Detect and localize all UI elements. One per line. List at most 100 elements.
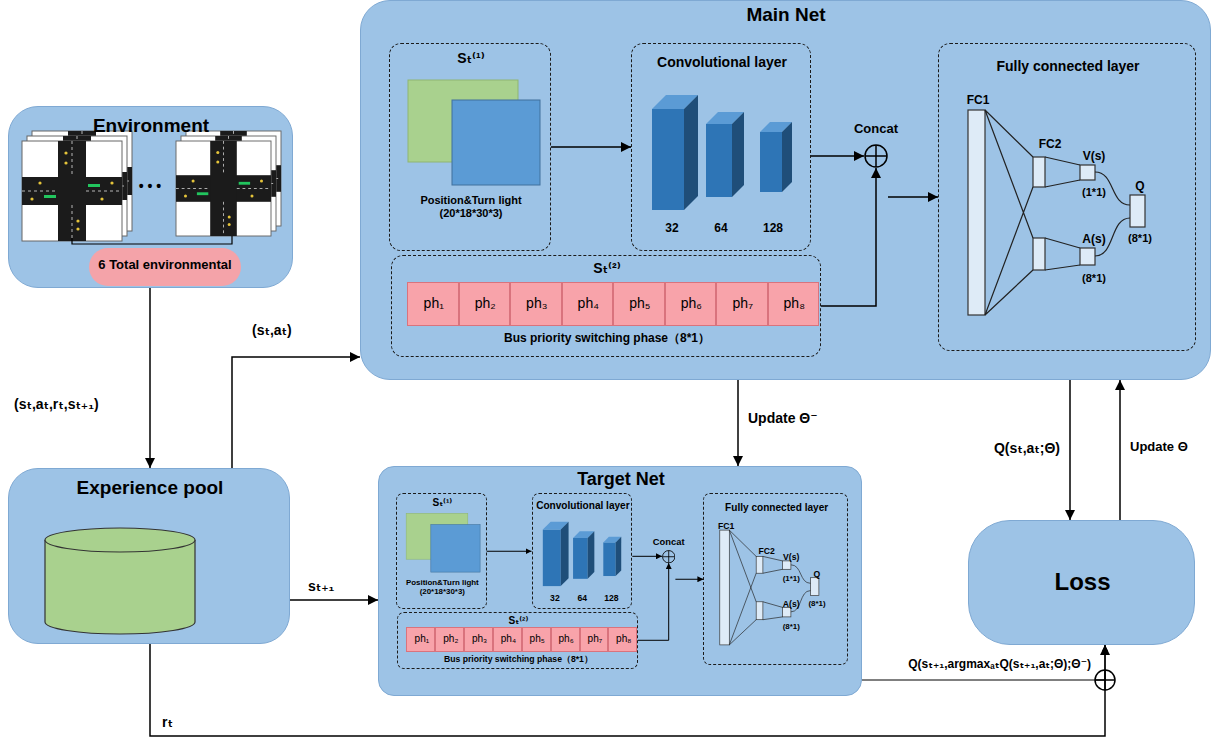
ellipsis-label: • • • (137, 178, 163, 194)
phase-cell: ph₇ (716, 282, 768, 326)
connector-arrow (675, 579, 703, 580)
phase-cell: ph₆ (665, 282, 717, 326)
phase-cell: ph₁ (407, 282, 459, 326)
node-text: Sₜ⁽²⁾ (509, 615, 529, 627)
environment-images (22, 131, 281, 244)
node-text: ph₆ (558, 633, 573, 645)
concat-node: Concat (662, 550, 675, 563)
phase-cell: ph₆ (551, 627, 580, 652)
node-text: Convolutional layer (535, 500, 630, 512)
edge-label: Update Θ (1128, 440, 1190, 455)
node-text: (8*1) (1128, 232, 1152, 245)
phase-cell: ph₃ (510, 282, 562, 326)
node-text: (8*1) (783, 622, 800, 631)
phase-cell: ph₈ (608, 627, 637, 652)
node-text: Concat (854, 122, 898, 137)
node-text: V(s) (1083, 150, 1106, 164)
connector-arrow (862, 645, 1105, 680)
node-text: ph₄ (578, 295, 599, 311)
connector-arrow (638, 563, 669, 640)
phase-cell: ph₅ (522, 627, 551, 652)
node-text: ph₃ (472, 633, 487, 645)
concat-plus (865, 145, 887, 167)
concat-symbol (864, 144, 888, 168)
node-text: Bus priority switching phase（8*1） (504, 332, 710, 346)
node-text: ph₂ (475, 295, 496, 311)
phase-cell: ph₃ (464, 627, 493, 652)
node-text: Environment (93, 115, 209, 137)
edge-label: sₜ₊₁ (306, 578, 336, 594)
connector-arrow (632, 556, 662, 557)
concat-circle (663, 550, 675, 562)
node-text: Loss (1054, 568, 1110, 596)
node-text: Target Net (577, 469, 665, 490)
experience-cylinder (45, 528, 195, 634)
node-text: 6 Total environmental (95, 258, 235, 273)
node-text: ph₁ (424, 295, 444, 311)
edge-label: Q(sₜ,aₜ;Θ) (992, 440, 1062, 456)
node-text: Convolutional layer (637, 54, 807, 70)
phase-cell: ph₅ (613, 282, 665, 326)
node-text: Experience pool (77, 477, 224, 499)
node-text: (1*1) (1082, 186, 1106, 199)
connector-arrow (811, 155, 864, 157)
node-text: FC1 (718, 522, 734, 532)
node-text: Fully connected layer (725, 502, 828, 514)
edge-label: Q(sₜ₊₁,argmaxₐₜQ(sₜ₊₁,aₜ;Θ);Θ⁻) (906, 658, 1093, 672)
connector-arrow (232, 357, 360, 468)
node-text: Concat (653, 537, 685, 548)
node-text: ph₆ (681, 295, 702, 311)
node-text: Position&Turn light (20*18*30*3) (396, 194, 546, 219)
concat-plus (663, 550, 675, 562)
node-text: ph₁ (415, 633, 430, 645)
node-text: A(s) (1082, 233, 1105, 247)
node-text: Fully connected layer (996, 58, 1139, 74)
connector-arrow (737, 380, 739, 466)
loss-box: Loss (968, 520, 1195, 645)
edge-label: Update Θ⁻ (746, 410, 820, 426)
node-text: Sₜ⁽¹⁾ (432, 497, 452, 509)
connector-arrow (551, 146, 631, 148)
node-text: FC2 (758, 547, 774, 557)
node-text: ph₅ (629, 295, 650, 311)
connector-arrow (821, 168, 876, 306)
environment-count-pill: 6 Total environmental (89, 248, 241, 286)
edge-label: (sₜ,aₜ,rₜ,sₜ₊₁) (12, 396, 101, 412)
node-text: ph₃ (526, 295, 547, 311)
phase-cell: ph₂ (435, 627, 464, 652)
node-text: Bus priority switching phase（8*1） (444, 655, 593, 665)
concat-symbol (662, 550, 675, 563)
node-text: 64 (578, 594, 588, 604)
node-text: ph₇ (588, 633, 603, 645)
connector-arrow (1119, 380, 1121, 520)
connector-arrow (1069, 380, 1071, 520)
node-text: Sₜ⁽¹⁾ (457, 50, 485, 66)
phase-cell: ph₄ (562, 282, 614, 326)
phase-input-box: ph₁ph₂ph₃ph₄ph₅ph₆ph₇ph₈Sₜ⁽²⁾Bus priorit… (391, 255, 821, 357)
node-text: ph₈ (616, 633, 631, 645)
edge-label: rₜ (160, 714, 175, 730)
phase-cell: ph₄ (493, 627, 522, 652)
connector-arrow (487, 551, 532, 552)
node-text: 32 (665, 222, 678, 236)
node-text: (1*1) (783, 574, 800, 583)
target-net-illustration (406, 513, 819, 645)
main-net-illustration (408, 80, 1145, 315)
node-text: ph₅ (530, 633, 545, 645)
node-text: ph₄ (501, 633, 516, 645)
node-text: ph₈ (784, 295, 805, 311)
phase-cell: ph₇ (580, 627, 609, 652)
node-text: 128 (604, 594, 618, 604)
phase-input-box: ph₁ ph₂ ph₃ ph₄ ph₅ ph₆ ph₇ ph₈ Sₜ⁽²⁾ Bus priorit… (397, 612, 638, 669)
node-text: Q (814, 570, 821, 580)
node-text: V(s) (783, 553, 799, 563)
node-text: Main Net (746, 4, 825, 26)
edge-label: (sₜ,aₜ) (250, 322, 294, 338)
node-text: 64 (714, 222, 727, 236)
connector-arrow (150, 644, 1105, 736)
node-text: ph₇ (733, 295, 753, 311)
